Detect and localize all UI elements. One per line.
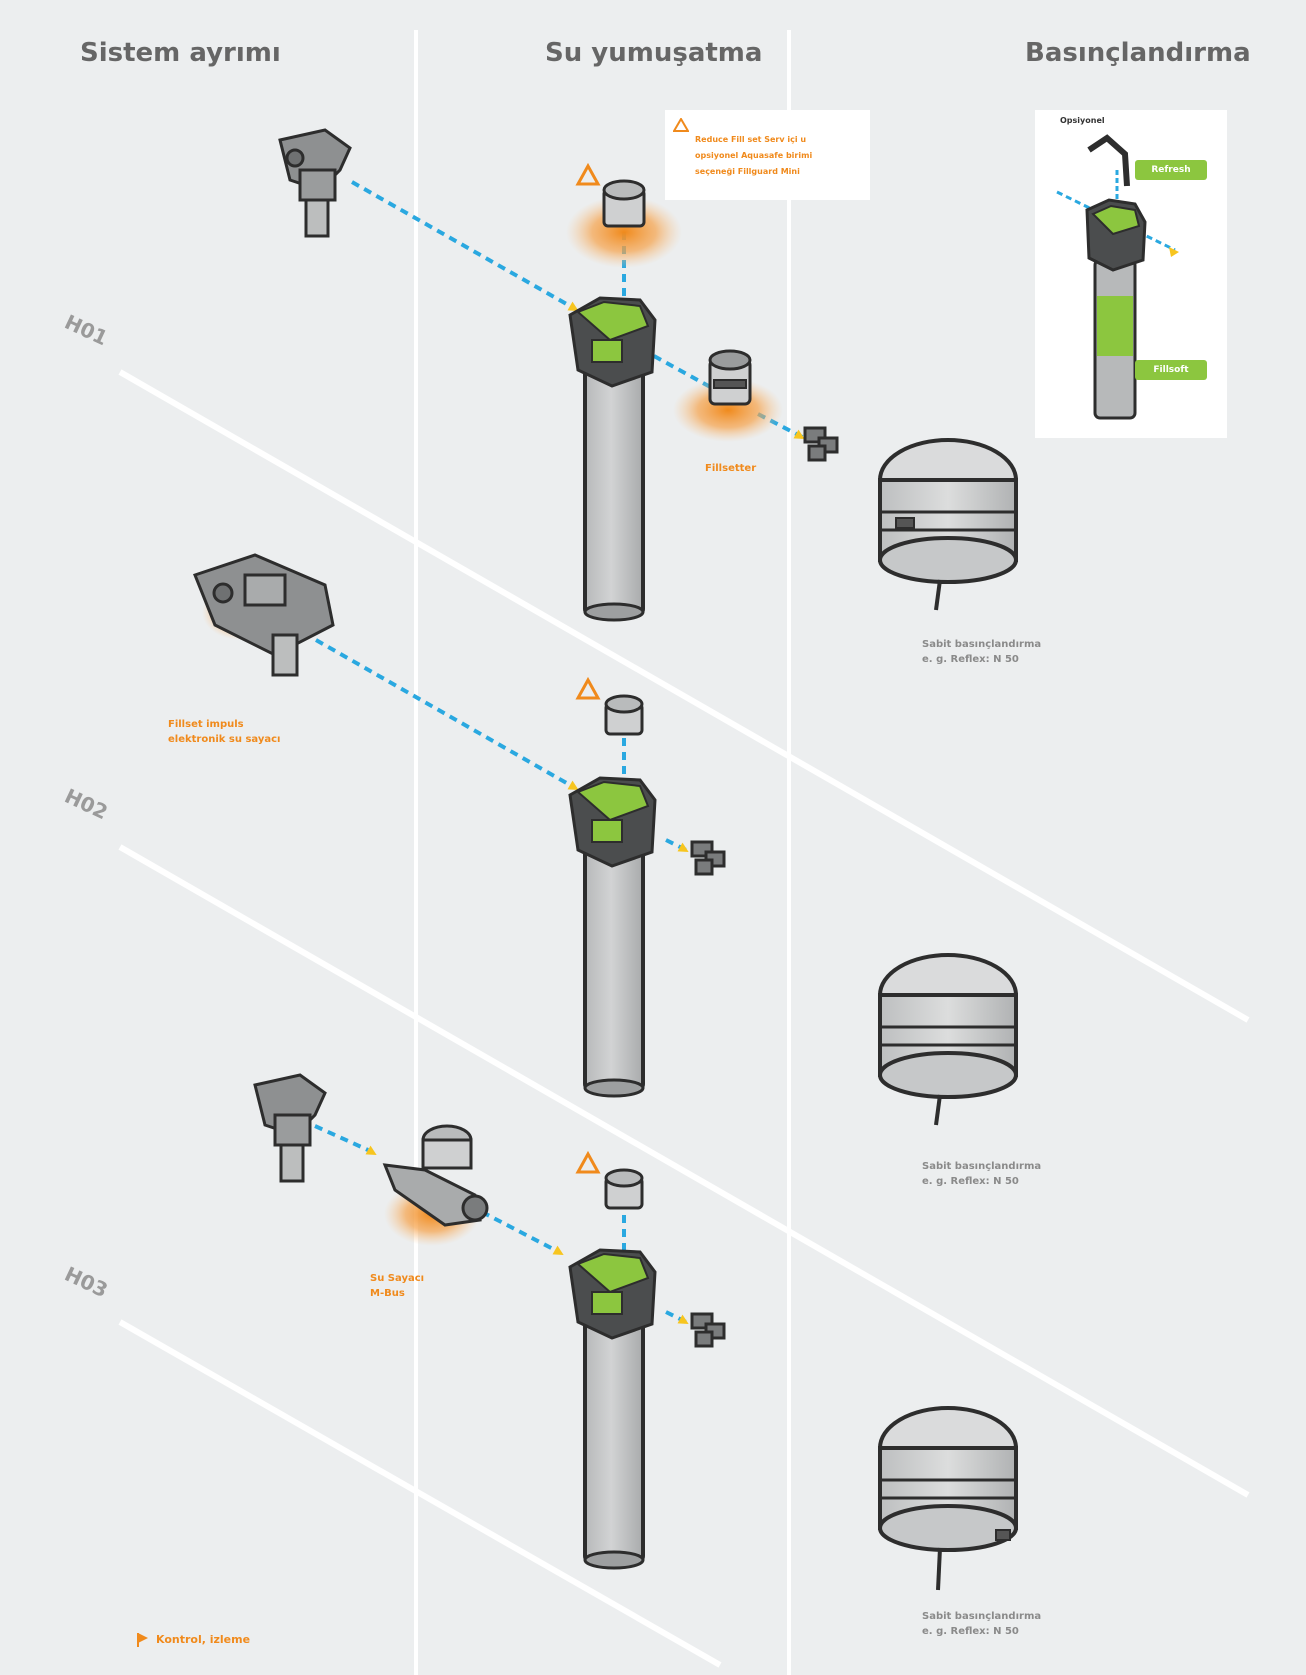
legend-flag-icon bbox=[137, 1633, 149, 1647]
softener-cartridge bbox=[570, 1250, 655, 1568]
vessel-label-1: Sabit basınçlandırma bbox=[922, 638, 1041, 652]
expansion-vessel bbox=[880, 440, 1016, 610]
warning-icon bbox=[578, 166, 598, 184]
warning-icon bbox=[578, 1154, 598, 1172]
vessel-label-3: Sabit basınçlandırma bbox=[922, 1610, 1041, 1624]
system-separator-unit bbox=[280, 130, 350, 236]
flow-line bbox=[315, 1126, 368, 1150]
fillsoft-tag: Fillsoft bbox=[1135, 360, 1207, 380]
pipe-fitting bbox=[692, 842, 724, 874]
water-meter-label-1: Su Sayacı bbox=[370, 1272, 424, 1286]
row-divider-h01 bbox=[120, 372, 1248, 1020]
filter-module bbox=[604, 181, 644, 226]
fillmeter-label: Fillsetter bbox=[705, 462, 756, 476]
pipe-fitting bbox=[805, 428, 837, 460]
system-separator-unit bbox=[255, 1075, 325, 1181]
system-separator-with-impulse-meter bbox=[195, 555, 333, 675]
fillmeter-unit bbox=[710, 351, 750, 404]
filter-module bbox=[606, 696, 642, 734]
note-line-3: seçeneği Fillguard Mini bbox=[695, 164, 800, 180]
note-line-2: opsiyonel Aquasafe birimi bbox=[695, 148, 812, 164]
softener-cartridge bbox=[570, 298, 655, 620]
softener-cartridge bbox=[570, 778, 655, 1096]
vessel-label-2: Sabit basınçlandırma bbox=[922, 1160, 1041, 1174]
warning-icon bbox=[578, 680, 598, 698]
vessel-label-2-model: e. g. Reflex: N 50 bbox=[922, 1175, 1019, 1189]
flow-line bbox=[482, 1212, 555, 1250]
pipe-fitting bbox=[692, 1314, 724, 1346]
note-line-1: Reduce Fill set Serv içi u bbox=[695, 132, 806, 148]
expansion-vessel bbox=[880, 1408, 1016, 1590]
vessel-label-1-model: e. g. Reflex: N 50 bbox=[922, 653, 1019, 667]
legend-text: Kontrol, izleme bbox=[156, 1633, 250, 1646]
flow-line bbox=[352, 182, 570, 306]
filter-module bbox=[606, 1170, 642, 1208]
fill-impulse-label-2: elektronik su sayacı bbox=[168, 733, 280, 747]
fill-impulse-label-1: Fillset impuls bbox=[168, 718, 244, 732]
optional-inset-panel: Opsiyonel Refresh Fillsoft bbox=[1035, 110, 1227, 438]
vessel-label-3-model: e. g. Reflex: N 50 bbox=[922, 1625, 1019, 1639]
flow-line bbox=[316, 640, 570, 785]
water-meter-label-2: M-Bus bbox=[370, 1287, 405, 1301]
expansion-vessel bbox=[880, 955, 1016, 1125]
note-box: Reduce Fill set Serv içi u opsiyonel Aqu… bbox=[665, 110, 870, 200]
refresh-tag: Refresh bbox=[1135, 160, 1207, 180]
warning-icon bbox=[673, 118, 689, 132]
